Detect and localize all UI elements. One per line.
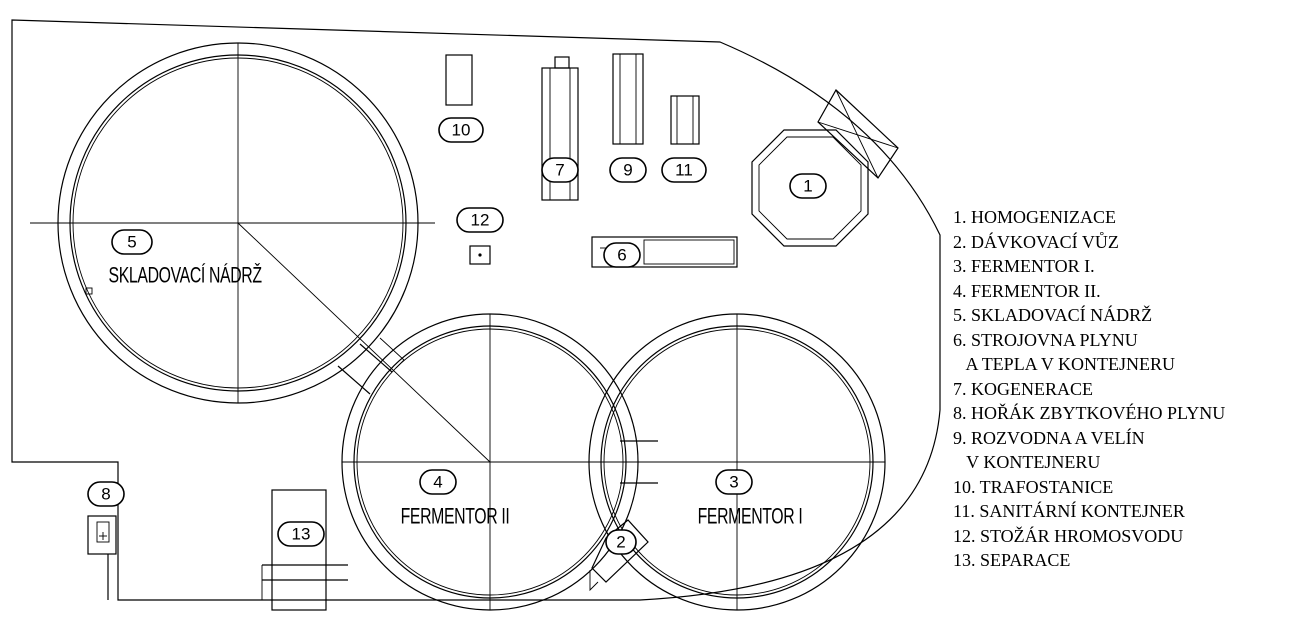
- fermentor-1: [588, 313, 886, 611]
- site-boundary: [11, 19, 941, 601]
- label-bubble-1: 1: [789, 173, 827, 199]
- legend-item: 2. DÁVKOVACÍ VŮZ: [953, 231, 1119, 252]
- legend-item: 11. SANITÁRNÍ KONTEJNER: [953, 501, 1185, 521]
- svg-text:1: 1: [803, 177, 812, 196]
- lightning-mast-base: [469, 245, 491, 265]
- label-bubble-12: 12: [456, 207, 504, 233]
- legend-item: 5. SKLADOVACÍ NÁDRŽ: [953, 305, 1153, 325]
- fermentor-2-name: FERMENTOR II: [401, 505, 510, 529]
- legend-item: 8. HOŘÁK ZBYTKOVÉHO PLYNU: [953, 403, 1226, 423]
- lightning-mast: [478, 253, 482, 257]
- svg-text:10: 10: [452, 121, 471, 140]
- homogenization-tank: [751, 89, 899, 247]
- cogeneration-container: [541, 56, 579, 201]
- label-bubble-5: 5: [111, 229, 153, 255]
- label-bubble-11: 11: [661, 157, 707, 183]
- sanitary-container: [670, 95, 700, 145]
- svg-text:5: 5: [127, 233, 136, 252]
- svg-text:3: 3: [729, 473, 738, 492]
- storage-tank: [30, 42, 491, 463]
- legend-item: 4. FERMENTOR II.: [953, 280, 1101, 301]
- legend-item: 13. SEPARACE: [953, 550, 1071, 570]
- svg-text:13: 13: [292, 525, 311, 544]
- legend-item: 12. STOŽÁR HROMOSVODU: [953, 525, 1184, 546]
- legend-item: 6. STROJOVNA PLYNU: [953, 329, 1138, 350]
- svg-text:8: 8: [101, 485, 110, 504]
- label-bubble-10: 10: [438, 117, 484, 143]
- label-bubble-13: 13: [277, 521, 325, 547]
- svg-text:9: 9: [623, 161, 632, 180]
- label-bubble-6: 6: [603, 242, 641, 268]
- svg-text:11: 11: [675, 161, 693, 180]
- label-bubble-3: 3: [715, 469, 753, 495]
- legend-item: 9. ROZVODNA A VELÍN: [953, 427, 1145, 448]
- legend-item: V KONTEJNERU: [953, 452, 1101, 472]
- label-bubble-9: 9: [609, 157, 647, 183]
- storage-tank-name: SKLADOVACÍ NÁDRŽ: [109, 264, 263, 288]
- legend-item: 7. KOGENERACE: [953, 378, 1093, 399]
- fermentor-1-name: FERMENTOR I: [698, 505, 803, 529]
- residual-gas-burner: [87, 515, 117, 600]
- label-bubble-2: 2: [605, 529, 637, 555]
- legend-item: 1. HOMOGENIZACE: [953, 207, 1116, 227]
- trafostanice-block: [445, 54, 473, 106]
- svg-text:7: 7: [555, 161, 564, 180]
- dosing-wagon: [589, 519, 649, 592]
- legend-item: 3. FERMENTOR I.: [953, 256, 1095, 276]
- separation-unit: [261, 489, 348, 611]
- svg-text:2: 2: [616, 533, 625, 552]
- svg-text:12: 12: [471, 211, 490, 230]
- legend-item: A TEPLA V KONTEJNERU: [953, 354, 1176, 374]
- label-bubble-7: 7: [541, 157, 579, 183]
- control-room-container: [612, 53, 644, 145]
- fermentor-link: [620, 440, 658, 484]
- svg-text:4: 4: [433, 473, 442, 492]
- label-bubble-4: 4: [419, 469, 457, 495]
- label-bubble-8: 8: [87, 481, 125, 507]
- legend-item: 10. TRAFOSTANICE: [953, 476, 1114, 497]
- legend: 1. HOMOGENIZACE 2. DÁVKOVACÍ VŮZ 3. FERM…: [953, 205, 1225, 573]
- svg-text:6: 6: [617, 246, 626, 265]
